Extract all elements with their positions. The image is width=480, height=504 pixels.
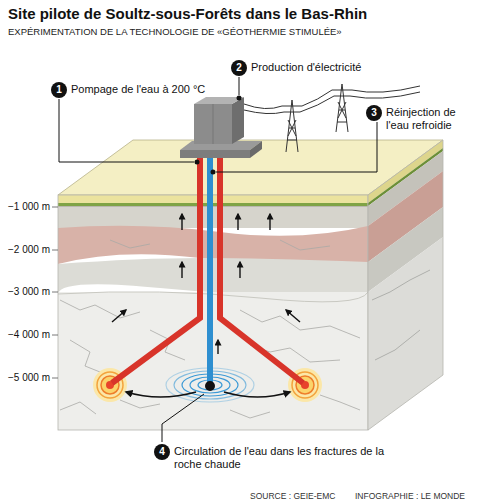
diagram-title: Site pilote de Soultz-sous-Forêts dans l… <box>8 5 367 23</box>
depth-label: −4 000 m <box>0 328 50 342</box>
depth-label: −1 000 m <box>0 200 50 214</box>
callout-number: 4 <box>154 444 170 460</box>
depth-label: −3 000 m <box>0 285 50 299</box>
callout-text: Pompage de l'eau à 200 °C <box>71 82 205 96</box>
callout-text: Circulation de l'eau dans les fractures … <box>174 444 384 471</box>
subtitle: EXPÉRIMENTATION DE LA TECHNOLOGIE DE «GÉ… <box>8 25 478 39</box>
callout-number: 3 <box>366 105 382 121</box>
callout: 2 Production d'électricité <box>231 60 361 76</box>
callout: 4Circulation de l'eau dans les fractures… <box>154 444 384 471</box>
callout-number: 1 <box>51 82 67 98</box>
callout: 1 Pompage de l'eau à 200 °C <box>51 82 205 98</box>
source-note: SOURCE : GEIE-EMC <box>250 489 335 503</box>
callout-text: Production d'électricité <box>251 60 361 74</box>
callout-number: 2 <box>231 60 247 76</box>
callout: 3Réinjection de l'eau refroidie <box>366 105 476 132</box>
credit-note: INFOGRAPHIE : LE MONDE <box>355 489 465 503</box>
depth-label: −5 000 m <box>0 371 50 385</box>
callout-text: Réinjection de l'eau refroidie <box>386 105 476 132</box>
depth-label: −2 000 m <box>0 243 50 257</box>
